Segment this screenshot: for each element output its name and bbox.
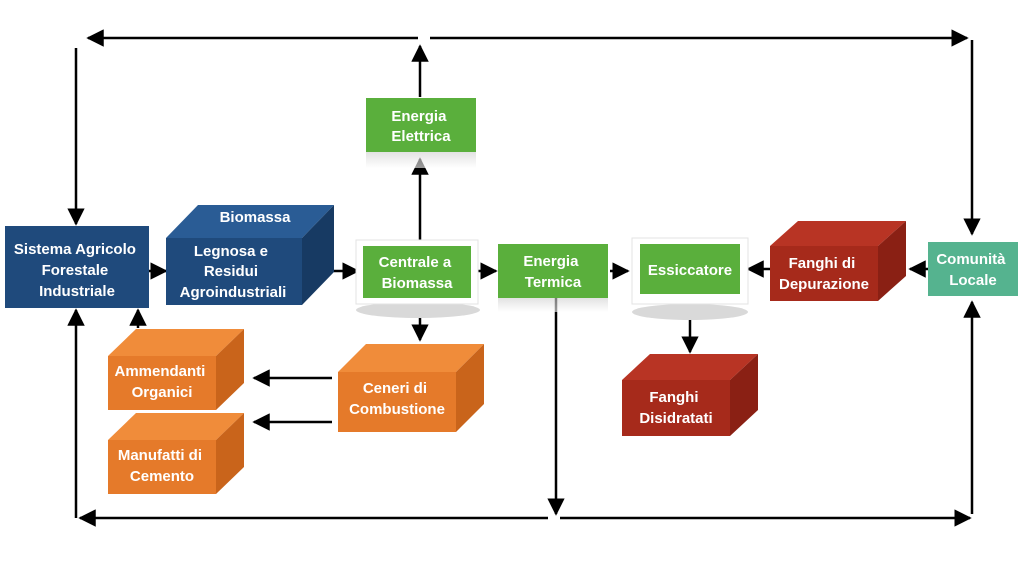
ammendanti-top-face: [108, 329, 244, 356]
ammendanti-front-face: [108, 356, 216, 410]
svg-text:Energia Termica: Energia Termica: [523, 253, 582, 291]
svg-text:Centrale a Biomassa: Centrale a Biomassa: [379, 254, 456, 292]
manufatti-front-face: [108, 440, 216, 494]
svg-text:Fanghi Disidratati: Fanghi Disidratati: [639, 389, 712, 427]
svg-text:Energia Elettrica: Energia Elettrica: [391, 108, 451, 145]
node-comunita-locale: Comunità Locale: [928, 242, 1018, 296]
termica-reflection: [498, 298, 608, 312]
fanghi-dep-side-face: [878, 221, 906, 301]
node-ammendanti-organici: Ammendanti Organici: [108, 329, 244, 410]
svg-text:Sistema Agricolo Foresta: Sistema Agricolo Forestale Industriale: [14, 241, 140, 300]
svg-text:Biomassa: Biomassa: [220, 209, 292, 226]
comunita-box: [928, 242, 1018, 296]
svg-text:Comunità Locale: Comunità Locale: [936, 251, 1009, 289]
node-fanghi-disidratati: Fanghi Disidratati: [622, 354, 758, 436]
node-manufatti-cemento: Manufatti di Cemento: [108, 413, 244, 494]
node-biomassa-legnosa: Biomassa Legnosa e Residui Agroindustria…: [166, 205, 334, 305]
biomassa-front-face: [166, 238, 302, 305]
manufatti-side-face: [216, 413, 244, 494]
svg-text:Essiccatore: Essiccatore: [648, 262, 732, 279]
node-centrale-biomassa: Centrale a Biomassa: [355, 239, 480, 318]
svg-text:Fanghi di Depurazione: Fanghi di Depurazione: [779, 255, 869, 293]
ceneri-front-face: [338, 372, 456, 432]
essiccatore-shadow: [632, 304, 748, 320]
ceneri-side-face: [456, 344, 484, 432]
node-sistema-agricolo: Sistema Agricolo Forestale Industriale: [5, 226, 149, 308]
svg-text:Ammendanti Organici: Ammendanti Organici: [114, 363, 209, 401]
biomassa-side-face: [302, 205, 334, 305]
centrale-shadow: [356, 302, 480, 318]
disidratati-side-face: [730, 354, 758, 436]
node-energia-elettrica: Energia Elettrica: [366, 98, 476, 168]
manufatti-top-face: [108, 413, 244, 440]
svg-text:Manufatti di Cemento: Manufatti di Cemento: [118, 447, 206, 485]
svg-text:Legnosa e Residui: Legnosa e Residui Agroindustriali: [180, 243, 287, 301]
centrale-box: [363, 246, 471, 298]
node-energia-termica: Energia Termica: [498, 244, 608, 312]
ceneri-top-face: [338, 344, 484, 372]
fanghi-dep-top-face: [770, 221, 906, 246]
svg-text:Ceneri di Combustione: Ceneri di Combustione: [349, 380, 445, 418]
termica-box: [498, 244, 608, 298]
essiccatore-box: [640, 244, 740, 294]
node-ceneri-combustione: Ceneri di Combustione: [338, 344, 484, 432]
disidratati-front-face: [622, 380, 730, 436]
node-fanghi-depurazione: Fanghi di Depurazione: [770, 221, 906, 301]
biomassa-top-face: [166, 205, 334, 238]
elettrica-reflection: [366, 152, 476, 168]
disidratati-top-face: [622, 354, 758, 380]
connectors: [67, 29, 981, 527]
elettrica-box: [366, 98, 476, 152]
ammendanti-side-face: [216, 329, 244, 410]
node-sistema-agricolo-box: [5, 226, 149, 308]
fanghi-dep-front-face: [770, 246, 878, 301]
node-essiccatore: Essiccatore: [631, 237, 749, 320]
